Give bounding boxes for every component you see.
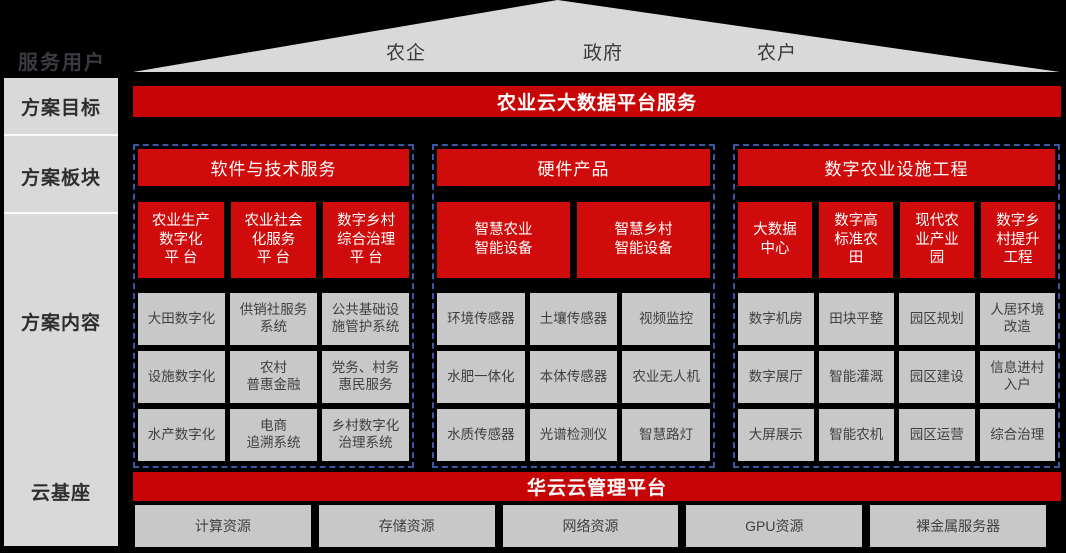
user-farmer: 农户 — [757, 43, 798, 64]
resource-storage: 存储资源 — [318, 505, 495, 547]
platform-box: 农业生产 数字化 平 台 — [138, 202, 224, 278]
user-government: 政府 — [583, 43, 624, 64]
rail-divider — [4, 212, 118, 214]
resource-gpu: GPU资源 — [686, 505, 863, 547]
feature-cell: 供销社服务 系统 — [230, 293, 317, 345]
feature-cell: 综合治理 — [979, 409, 1055, 461]
feature-cell: 乡村数字化 治理系统 — [322, 409, 409, 461]
platform-box: 大数据 中心 — [738, 202, 812, 278]
feature-cell: 数字展厅 — [738, 351, 814, 403]
column-header: 硬件产品 — [437, 149, 710, 186]
feature-cell: 信息进村 入户 — [979, 351, 1055, 403]
column-hardware-products: 硬件产品 智慧农业 智能设备 智慧乡村 智能设备 环境传感器 土壤传感器 视频监… — [432, 144, 715, 468]
rail-section-goal: 方案目标 — [20, 98, 101, 119]
column-header: 数字农业设施工程 — [738, 149, 1055, 186]
rail-section-modules: 方案板块 — [20, 168, 101, 189]
feature-cell: 园区规划 — [899, 293, 975, 345]
feature-cell: 数字机房 — [738, 293, 814, 345]
feature-cell: 水产数字化 — [138, 409, 225, 461]
column-header: 软件与技术服务 — [138, 149, 409, 186]
platform-box: 现代农 业产业 园 — [900, 202, 974, 278]
left-rail: 方案目标 方案板块 方案内容 云基座 — [4, 78, 118, 546]
platform-box: 农业社会 化服务 平 台 — [230, 202, 317, 278]
top-banner: 农业云大数据平台服务 — [133, 86, 1061, 117]
feature-grid: 数字机房 田块平整 园区规划 人居环境 改造 数字展厅 智能灌溉 园区建设 信息… — [738, 293, 1055, 461]
feature-cell: 农业无人机 — [622, 351, 710, 403]
platform-box: 智慧乡村 智能设备 — [577, 202, 710, 278]
feature-cell: 水质传感器 — [437, 409, 525, 461]
feature-cell: 大田数字化 — [138, 293, 225, 345]
cloud-management-banner: 华云云管理平台 — [133, 472, 1061, 501]
roof-labels: 农企 政府 农户 — [133, 0, 1060, 72]
resource-network: 网络资源 — [502, 505, 679, 547]
service-users-label: 服务用户 — [18, 52, 106, 74]
feature-cell: 智能农机 — [818, 409, 894, 461]
feature-cell: 农村 普惠金融 — [230, 351, 317, 403]
feature-cell: 本体传感器 — [529, 351, 618, 403]
feature-cell: 公共基础设 施管护系统 — [322, 293, 409, 345]
feature-cell: 党务、村务 惠民服务 — [322, 351, 409, 403]
feature-cell: 环境传感器 — [437, 293, 525, 345]
rail-section-content: 方案内容 — [20, 313, 101, 334]
feature-cell: 土壤传感器 — [529, 293, 618, 345]
platform-row: 智慧农业 智能设备 智慧乡村 智能设备 — [437, 202, 710, 278]
feature-cell: 田块平整 — [818, 293, 894, 345]
platform-row: 大数据 中心 数字高 标准农 田 现代农 业产业 园 数字乡 村提升 工程 — [738, 202, 1055, 278]
feature-cell: 园区运营 — [899, 409, 975, 461]
rail-section-cloud-base: 云基座 — [30, 483, 91, 504]
platform-box: 数字乡村 综合治理 平 台 — [323, 202, 410, 278]
feature-cell: 大屏展示 — [738, 409, 814, 461]
platform-box: 数字乡 村提升 工程 — [981, 202, 1055, 278]
resource-compute: 计算资源 — [135, 505, 311, 547]
column-software-services: 软件与技术服务 农业生产 数字化 平 台 农业社会 化服务 平 台 数字乡村 综… — [133, 144, 414, 468]
column-digital-agri-engineering: 数字农业设施工程 大数据 中心 数字高 标准农 田 现代农 业产业 园 数字乡 … — [733, 144, 1060, 468]
platform-box: 智慧农业 智能设备 — [437, 202, 570, 278]
feature-cell: 水肥一体化 — [437, 351, 525, 403]
feature-cell: 智能灌溉 — [818, 351, 894, 403]
feature-cell: 智慧路灯 — [622, 409, 710, 461]
feature-grid: 环境传感器 土壤传感器 视频监控 水肥一体化 本体传感器 农业无人机 水质传感器… — [437, 293, 710, 461]
feature-cell: 光谱检测仪 — [529, 409, 618, 461]
platform-box: 数字高 标准农 田 — [819, 202, 893, 278]
rail-divider — [4, 134, 118, 136]
user-agri-enterprise: 农企 — [386, 43, 427, 64]
platform-row: 农业生产 数字化 平 台 农业社会 化服务 平 台 数字乡村 综合治理 平 台 — [138, 202, 410, 278]
resource-row: 计算资源 存储资源 网络资源 GPU资源 裸金属服务器 — [135, 505, 1046, 547]
feature-cell: 人居环境 改造 — [979, 293, 1055, 345]
feature-cell: 园区建设 — [899, 351, 975, 403]
feature-cell: 设施数字化 — [138, 351, 225, 403]
feature-grid: 大田数字化 供销社服务 系统 公共基础设 施管护系统 设施数字化 农村 普惠金融… — [138, 293, 409, 461]
feature-cell: 视频监控 — [622, 293, 710, 345]
feature-cell: 电商 追溯系统 — [230, 409, 317, 461]
resource-baremetal: 裸金属服务器 — [870, 505, 1046, 547]
